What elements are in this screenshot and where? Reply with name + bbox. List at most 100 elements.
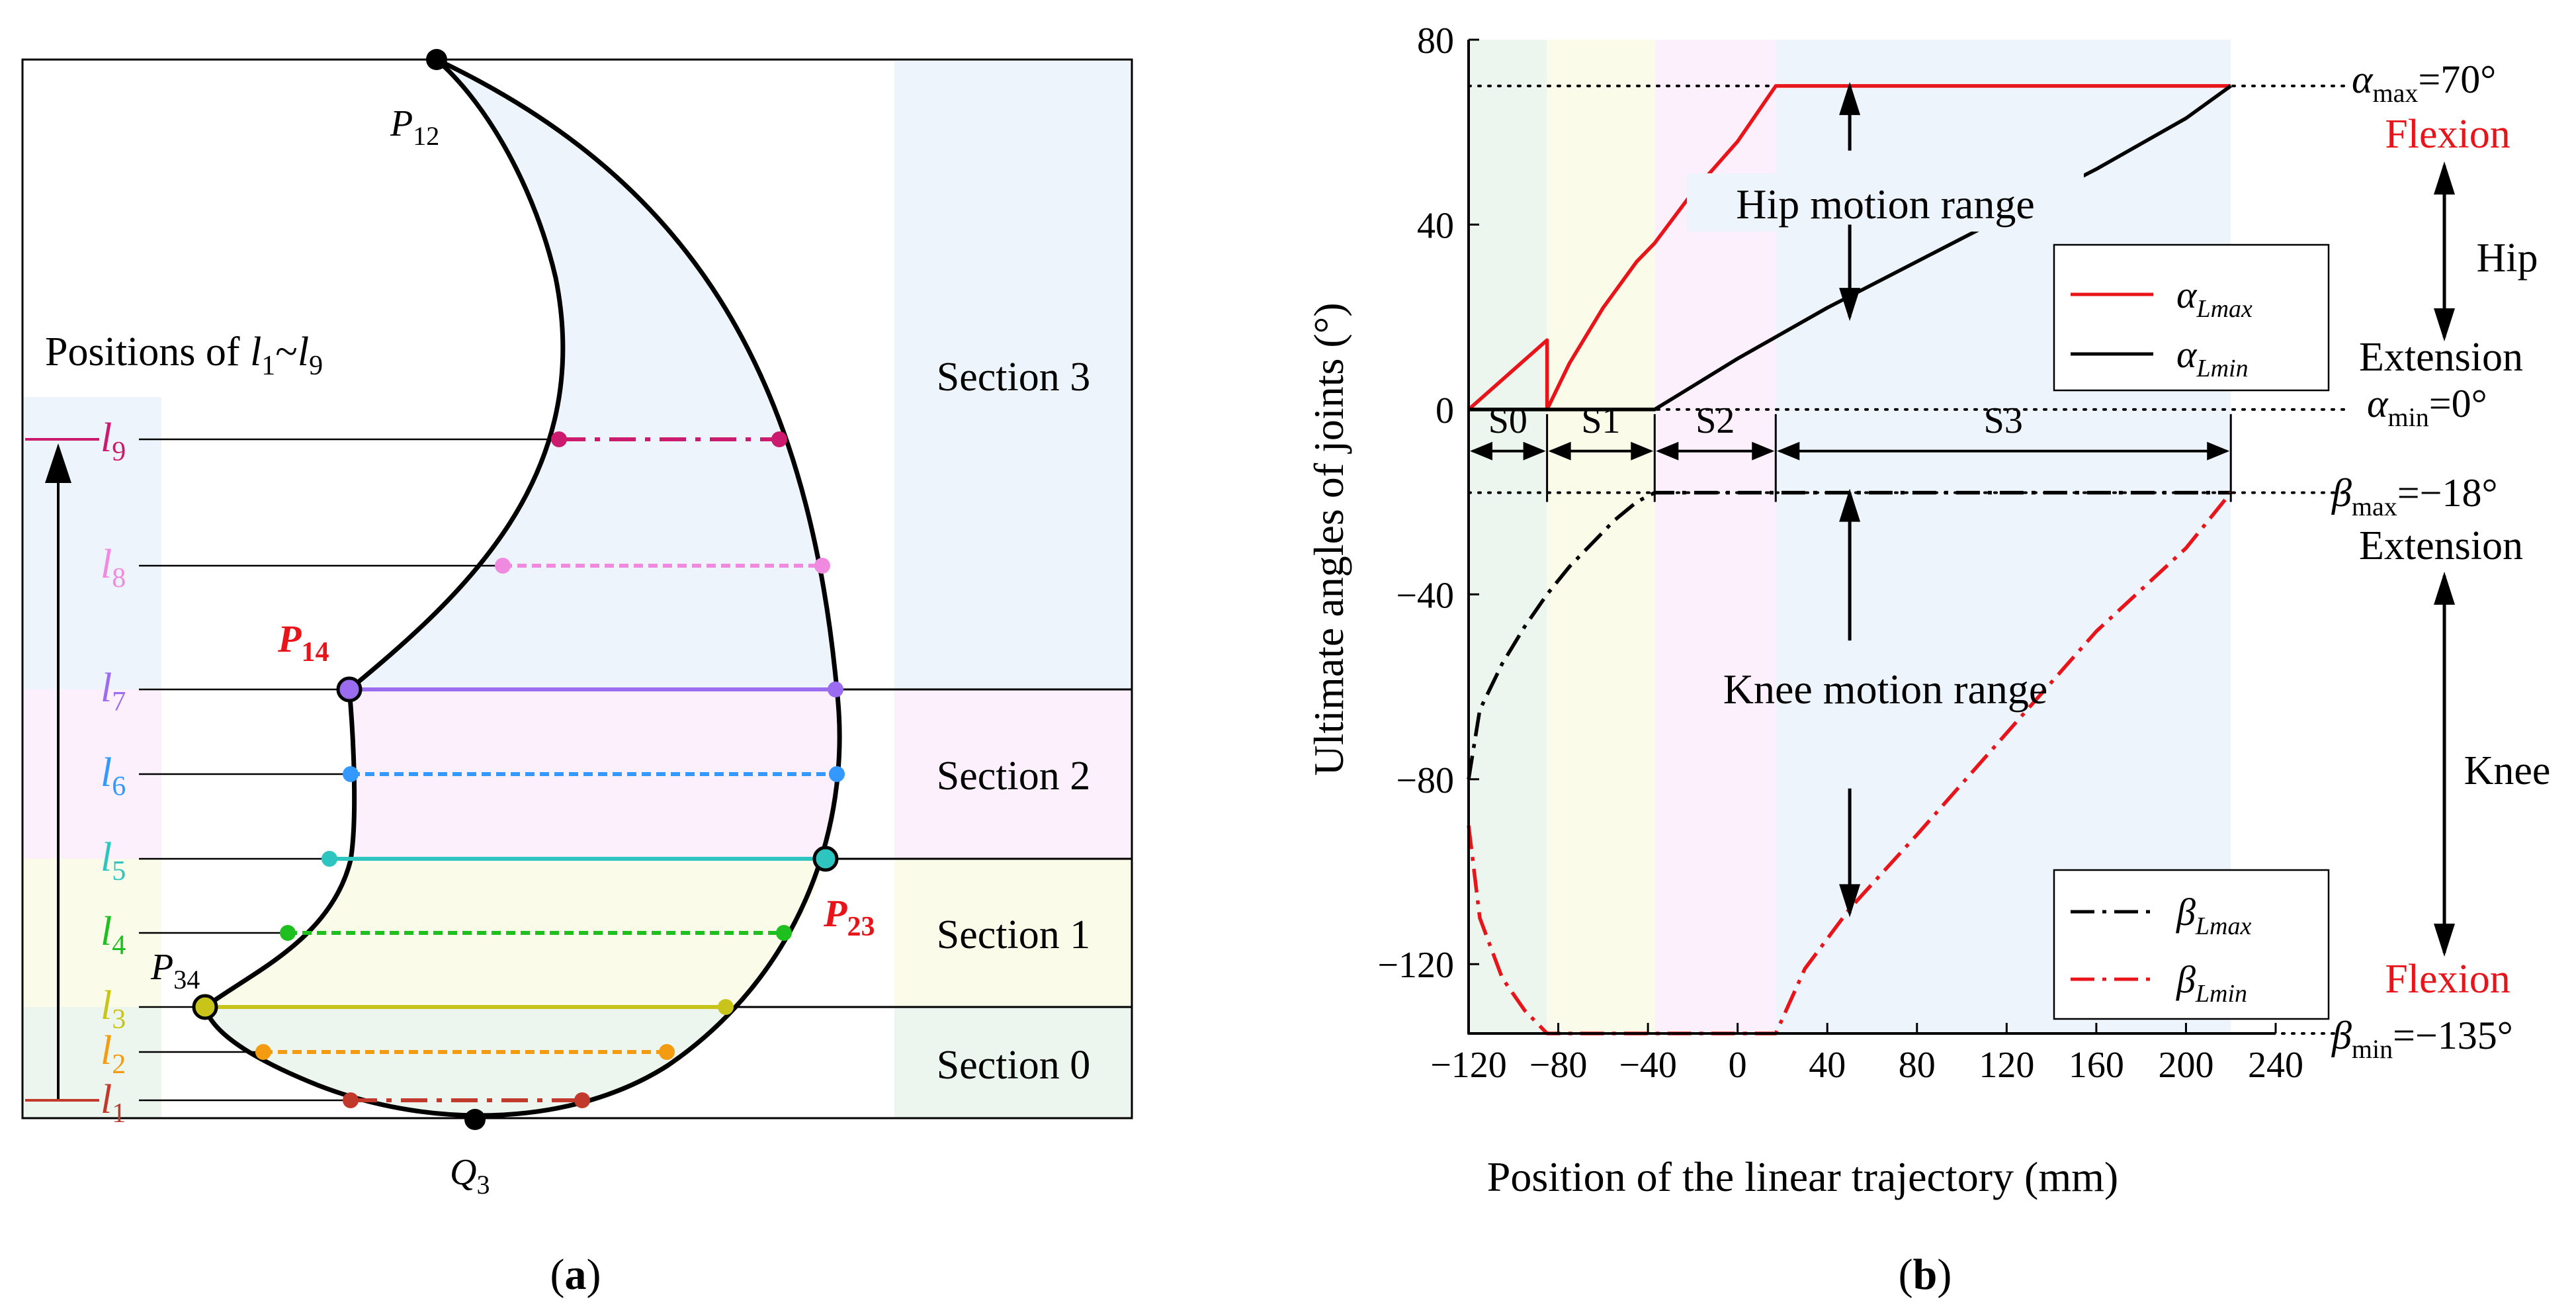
legend-beta-min: βLmin bbox=[2176, 958, 2247, 1008]
section0-label: Section 0 bbox=[937, 1043, 1090, 1088]
region-sec2 bbox=[349, 689, 840, 859]
extension-hip-label: Extension bbox=[2359, 335, 2523, 380]
section3-band bbox=[894, 61, 1132, 689]
l-labels: l1 l2 l3 l4 l5 l6 l7 l8 l9 bbox=[101, 416, 126, 1129]
l-endpoints bbox=[255, 431, 845, 1108]
hip-range-bg bbox=[1687, 173, 2084, 232]
knee-label: Knee bbox=[2464, 748, 2551, 793]
series-line-0 bbox=[1467, 84, 2231, 412]
l2-label: l2 bbox=[101, 1028, 126, 1080]
section2-label: Section 2 bbox=[937, 754, 1090, 799]
x-tick-label-4: 40 bbox=[1809, 1045, 1846, 1086]
section-arrowhead-left-3 bbox=[1777, 441, 1800, 460]
x-tick-label-8: 200 bbox=[2158, 1045, 2213, 1086]
section-arrowhead-right-3 bbox=[2207, 441, 2230, 460]
range-arrows bbox=[1839, 81, 1861, 918]
panel-a: P12 P14 P23 P34 Q3 Section 3 Section 2 S… bbox=[21, 49, 1133, 1299]
section1-label: Section 1 bbox=[937, 912, 1090, 957]
section-arrowhead-right-1 bbox=[1631, 441, 1654, 460]
y-tick-label-5: −120 bbox=[1377, 945, 1454, 986]
x-tick-label-9: 240 bbox=[2248, 1045, 2303, 1086]
extension-knee-label: Extension bbox=[2359, 523, 2523, 568]
section-label-3: S3 bbox=[1984, 400, 2023, 441]
caption-b: (b) bbox=[1899, 1250, 1952, 1299]
l9-label: l9 bbox=[101, 416, 126, 467]
side-arrows bbox=[2434, 161, 2455, 957]
series-line-2 bbox=[1467, 490, 2231, 780]
x-tick-label-6: 120 bbox=[1979, 1045, 2034, 1086]
x-tick-label-2: −40 bbox=[1619, 1045, 1677, 1086]
section-arrowhead-left-1 bbox=[1548, 441, 1571, 460]
section-arrowhead-right-0 bbox=[1523, 441, 1546, 460]
section-arrowhead-right-2 bbox=[1752, 441, 1775, 460]
region-sec0 bbox=[205, 1007, 734, 1117]
limit-beta-max: βmax=−18° bbox=[2331, 471, 2497, 521]
point-P14-marker bbox=[336, 676, 363, 703]
hip-range-label: Hip motion range bbox=[1736, 181, 2034, 228]
l4-label: l4 bbox=[101, 909, 126, 961]
hip-side-arrow-head-up bbox=[2434, 161, 2455, 195]
hip-side-arrow-head-down bbox=[2434, 308, 2455, 341]
l3-label: l3 bbox=[101, 983, 126, 1035]
hip-label: Hip bbox=[2477, 236, 2538, 281]
flexion-hip-label: Flexion bbox=[2385, 112, 2510, 157]
left-band-2 bbox=[22, 689, 161, 859]
axes bbox=[1467, 40, 2276, 1035]
label-P34: P34 bbox=[150, 947, 200, 994]
boundary-inner bbox=[203, 58, 566, 1009]
section-label-2: S2 bbox=[1696, 400, 1735, 441]
knee-side-arrow-head-down bbox=[2434, 924, 2455, 957]
limit-beta-min: βmin=−135° bbox=[2331, 1014, 2513, 1064]
series-line-3 bbox=[1467, 491, 2233, 1035]
left-band-1 bbox=[22, 859, 161, 1007]
hip-arrow-bottom-head-down bbox=[1839, 288, 1861, 322]
x-tick-label-0: −120 bbox=[1430, 1045, 1507, 1086]
section3-label: Section 3 bbox=[937, 355, 1090, 400]
knee-range-label: Knee motion range bbox=[1723, 666, 2048, 713]
hip-arrow-top-head-up bbox=[1839, 81, 1861, 115]
section0-band bbox=[894, 1007, 1132, 1118]
point-Q3-marker bbox=[464, 1109, 486, 1130]
knee-arrow-bottom-head-down bbox=[1839, 884, 1861, 918]
legend-alpha-min: αLmin bbox=[2176, 333, 2249, 382]
l-lines bbox=[205, 437, 837, 1102]
y-tick-label-4: −80 bbox=[1396, 760, 1454, 801]
point-P12-marker bbox=[426, 49, 447, 70]
point-P34-marker bbox=[192, 994, 218, 1020]
l8-label: l8 bbox=[101, 542, 126, 593]
section-band-0 bbox=[1469, 40, 1547, 1033]
knee-arrow-top-head-up bbox=[1839, 488, 1861, 522]
y-tick-label-3: −40 bbox=[1396, 575, 1454, 616]
legend-alpha-max: αLmax bbox=[2176, 273, 2253, 323]
label-P23: P23 bbox=[823, 892, 875, 942]
positions-arrow bbox=[25, 438, 99, 1102]
y-tick-label-2: 0 bbox=[1436, 390, 1454, 431]
x-tick-label-7: 160 bbox=[2069, 1045, 2124, 1086]
section-label-1: S1 bbox=[1581, 400, 1620, 441]
flexion-knee-label: Flexion bbox=[2385, 957, 2510, 1002]
section-arrowhead-left-2 bbox=[1656, 441, 1679, 460]
l7-label: l7 bbox=[101, 666, 126, 717]
series-lines bbox=[1467, 84, 2233, 1035]
section2-band bbox=[894, 689, 1132, 859]
x-tick-label-1: −80 bbox=[1529, 1045, 1588, 1086]
l6-label: l6 bbox=[101, 750, 126, 802]
panel-a-frame bbox=[21, 58, 1133, 1119]
left-band-3 bbox=[22, 397, 161, 689]
y-axis-label: Ultimate angles of joints (°) bbox=[1305, 302, 1352, 775]
x-tick-label-5: 80 bbox=[1899, 1045, 1936, 1086]
label-Q3: Q3 bbox=[450, 1152, 490, 1200]
leader-lines bbox=[139, 438, 559, 1102]
positions-title: Positions of l1~l9 bbox=[45, 329, 323, 381]
l5-label: l5 bbox=[101, 835, 126, 887]
legend-beta-max: βLmax bbox=[2176, 891, 2251, 940]
section1-band bbox=[894, 859, 1132, 1007]
limit-alpha-max: αmax=70° bbox=[2352, 58, 2496, 108]
l1-label: l1 bbox=[101, 1077, 126, 1129]
series-line-1 bbox=[1469, 84, 2232, 412]
label-P12: P12 bbox=[390, 103, 439, 151]
